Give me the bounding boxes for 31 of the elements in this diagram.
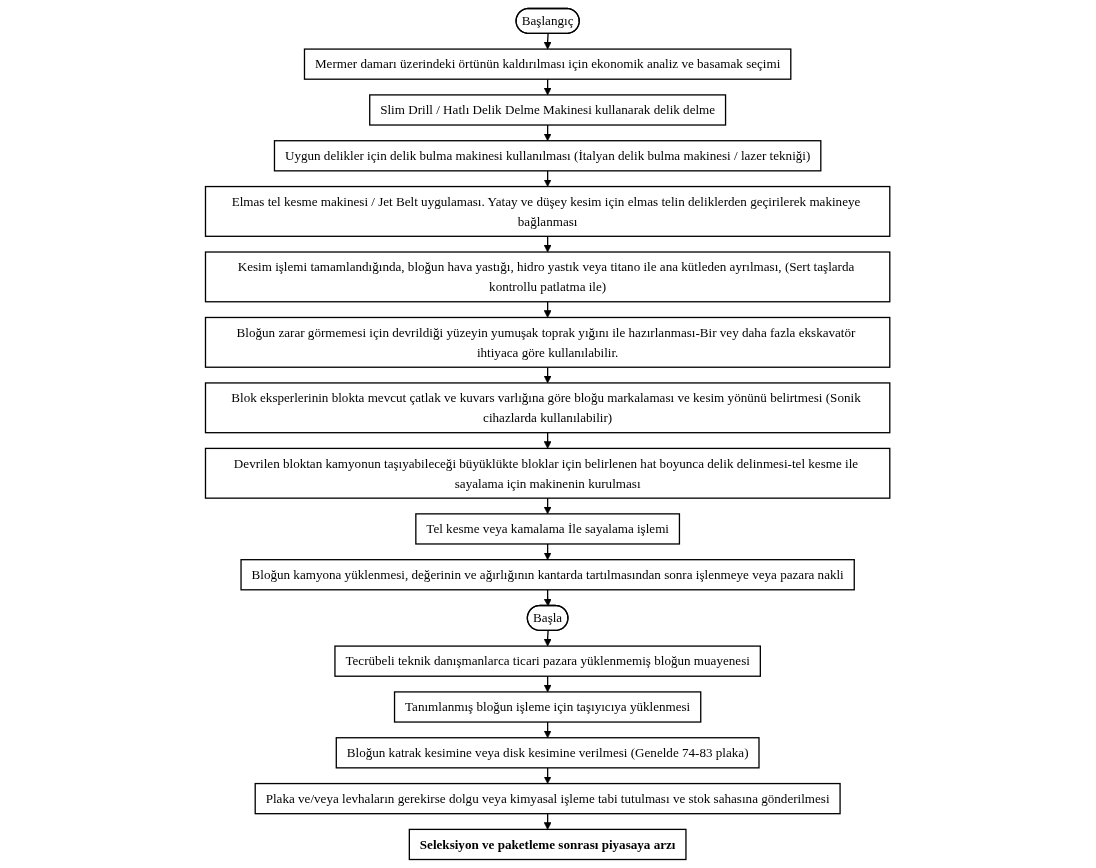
node-box: Plaka ve/veya levhaların gerekirse dolgu veya kimyasal işleme tabi tutulması ve stok sahasına gönderilmesi (254, 782, 842, 815)
arrow (544, 721, 552, 739)
arrow (544, 124, 552, 142)
arrow (544, 630, 552, 647)
node-box: Mermer damarı üzerindeki örtünün kaldırılması için ekonomik analiz ve basamak seçimi (304, 48, 792, 80)
node-box: Bloğun kamyona yüklenmesi, değerinin ve ağırlığının kantarda tartılmasından sonra işlenmeye veya pazara nakli (240, 559, 856, 591)
arrow (544, 33, 552, 50)
node-box: Bloğun zarar görmemesi için devrildiği yüzeyin yumuşak toprak yığını ile hazırlanması-Bir vey daha fazla ekskavatör ihtiyaca göre kullanılabilir. (205, 316, 891, 368)
arrow (544, 366, 552, 384)
node-box: Bloğun katrak kesimine veya disk kesimine verilmesi (Genelde 74-83 plaka) (336, 737, 760, 769)
node-box: Devrilen bloktan kamyonun taşıyabileceği büyüklükte bloklar için belirlenen hat boyunca delik delinmesi-tel kesme ile sayalama için makinenin kurulması (205, 447, 891, 499)
node-box: Seleksiyon ve paketleme sonrası piyasaya arzı (409, 828, 687, 861)
arrow (544, 235, 552, 253)
node-box: Uygun delikler için delik bulma makinesi kullanılması (İtalyan delik bulma makinesi / lazer tekniği) (274, 140, 822, 172)
arrow (544, 543, 552, 561)
arrow (544, 78, 552, 96)
node-box: Tanımlanmış bloğun işleme için taşıyıcıya yüklenmesi (394, 691, 702, 723)
node-box: Kesim işlemi tamamlandığında, bloğun hava yastığı, hidro yastık veya titano ile ana kütleden ayrılması, (Sert taşlarda kontrollu patlatma ile) (205, 251, 891, 303)
arrow (544, 813, 552, 830)
arrow (544, 589, 552, 607)
arrow (544, 497, 552, 515)
arrow (544, 432, 552, 449)
arrow (544, 170, 552, 187)
arrow (544, 675, 552, 693)
arrow (544, 301, 552, 318)
node-box: Tel kesme veya kamalama İle sayalama işlemi (415, 513, 681, 545)
node-box: Tecrübeli teknik danışmanlarca ticari pazara yüklenmemiş bloğun muayenesi (334, 645, 762, 677)
arrow (544, 767, 552, 784)
node-box: Blok eksperlerinin blokta mevcut çatlak ve kuvars varlığına göre bloğu markalaması ve kesim yönünü belirtmesi (Sonik cihazlarda kullanılabilir) (205, 382, 891, 434)
node-box: Elmas tel kesme makinesi / Jet Belt uygulaması. Yatay ve düşey kesim için elmas telin deliklerden geçirilerek makineye bağlanması (205, 185, 891, 237)
node-box: Slim Drill / Hatlı Delik Delme Makinesi kullanarak delik delme (369, 94, 727, 126)
